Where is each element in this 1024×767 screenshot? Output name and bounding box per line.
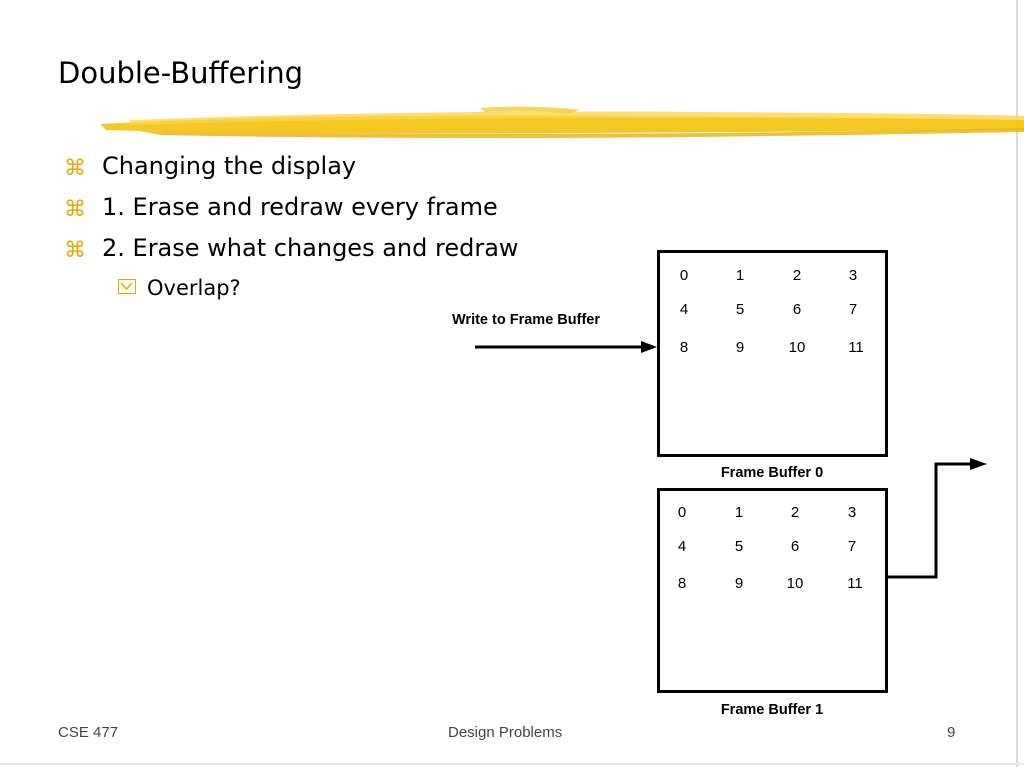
bullet-text: 1. Erase and redraw every frame	[102, 193, 498, 221]
buffer-cell: 11	[847, 575, 863, 592]
slide-bottom-border	[0, 763, 1024, 765]
write-to-frame-buffer-label: Write to Frame Buffer	[452, 312, 600, 328]
buffer-cell: 8	[679, 339, 689, 356]
buffer-cell: 0	[679, 267, 689, 284]
buffer-cell: 9	[735, 339, 745, 356]
buffer-cell: 6	[792, 301, 802, 318]
footer-page-number: 9	[947, 724, 956, 741]
write-arrow	[475, 341, 657, 353]
buffer-cell: 5	[734, 538, 744, 555]
buffer-cell: 3	[847, 504, 857, 521]
chevron-box-icon	[118, 279, 136, 294]
buffer-cell: 1	[735, 267, 745, 284]
bullet-text: 2. Erase what changes and redraw	[102, 234, 519, 262]
sub-bullet-text: Overlap?	[147, 276, 241, 300]
place-of-interest-sign-icon: ⌘	[64, 197, 86, 222]
buffer-cell: 7	[847, 538, 857, 555]
frame-buffer-0-box: 0 1 2 3 4 5 6 7 8 9 10 11	[657, 250, 888, 457]
buffer-cell: 10	[788, 339, 806, 356]
buffer-cell: 5	[735, 301, 745, 318]
buffer-cell: 8	[677, 575, 687, 592]
buffer-cell: 9	[734, 575, 744, 592]
frame-buffer-1-caption: Frame Buffer 1	[720, 702, 824, 718]
buffer-cell: 2	[790, 504, 800, 521]
footer-course: CSE 477	[58, 724, 119, 741]
bullet-text: Changing the display	[102, 152, 357, 180]
title-underline-brushstroke	[100, 106, 1024, 139]
place-of-interest-sign-icon: ⌘	[64, 156, 86, 181]
buffer-cell: 10	[786, 575, 804, 592]
buffer-cell: 0	[677, 504, 687, 521]
frame-buffer-1-box: 0 1 2 3 4 5 6 7 8 9 10 11	[657, 488, 888, 693]
buffer-cell: 2	[792, 267, 802, 284]
slide-title: Double-Buffering	[58, 56, 304, 90]
footer-topic: Design Problems	[448, 724, 563, 741]
buffer-cell: 6	[790, 538, 800, 555]
display-output-arrow	[888, 458, 987, 579]
place-of-interest-sign-icon: ⌘	[64, 238, 86, 263]
buffer-cell: 3	[848, 267, 858, 284]
frame-buffer-0-caption: Frame Buffer 0	[720, 465, 824, 481]
slide-right-border	[1016, 0, 1018, 767]
buffer-cell: 7	[848, 301, 858, 318]
buffer-cell: 4	[679, 301, 689, 318]
buffer-cell: 4	[677, 538, 687, 555]
buffer-cell: 1	[734, 504, 744, 521]
buffer-cell: 11	[848, 339, 864, 356]
